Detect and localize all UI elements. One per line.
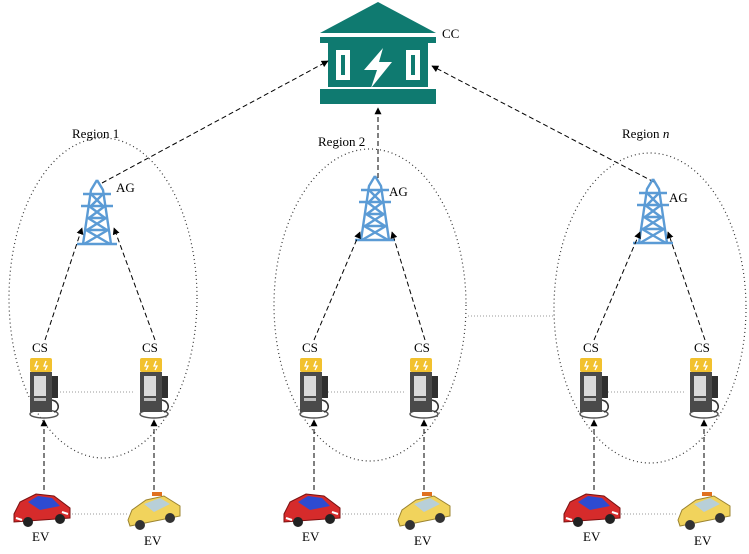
control-center-icon [320, 2, 436, 104]
ev-label: EV [694, 533, 712, 548]
arrow-cs-ag [44, 227, 84, 341]
charging-station-icon [139, 357, 170, 419]
ev-label: EV [32, 529, 50, 544]
electric-vehicle-icon [563, 493, 621, 528]
charging-station-icon [29, 357, 60, 419]
region-2-label: Region 2 [318, 134, 365, 149]
region-n-boundary [553, 152, 747, 464]
cs-label: CS [32, 340, 48, 355]
electric-vehicle-icon [13, 493, 71, 528]
ag-label-2: AG [389, 184, 408, 199]
arrow-cs-ag [313, 231, 361, 341]
ev-label: EV [144, 533, 162, 548]
electric-vehicle-icon [283, 493, 341, 528]
charging-station-icon [409, 357, 440, 419]
ev-label: EV [302, 529, 320, 544]
cs-label: CS [142, 340, 158, 355]
arrow-agn-cc [431, 65, 655, 183]
region-2-boundary [273, 148, 467, 462]
electric-vehicle-icon [127, 491, 181, 531]
charging-station-icon [299, 357, 330, 419]
region-n-label: Region n [622, 126, 669, 141]
ag-label-1: AG [116, 180, 135, 195]
charging-station-icon [579, 357, 610, 419]
arrow-cs-ag [666, 231, 706, 341]
arrow-cs-ag [112, 227, 156, 341]
ag-label-n: AG [669, 190, 688, 205]
cs-label: CS [302, 340, 318, 355]
region-1-label: Region 1 [72, 126, 119, 141]
cs-label: CS [583, 340, 599, 355]
arrow-cs-ag [593, 231, 641, 341]
arrow-ag1-cc [101, 60, 329, 184]
cs-label: CS [694, 340, 710, 355]
electric-vehicle-icon [677, 491, 731, 531]
electric-vehicle-icon [397, 491, 451, 531]
region-1-boundary [8, 137, 198, 459]
cs-label: CS [414, 340, 430, 355]
ev-label: EV [414, 533, 432, 548]
aggregator-tower-icon [75, 178, 119, 246]
cc-label: CC [442, 26, 459, 41]
charging-station-icon [689, 357, 720, 419]
arrow-cs-ag [390, 231, 426, 341]
ev-label: EV [583, 529, 601, 544]
